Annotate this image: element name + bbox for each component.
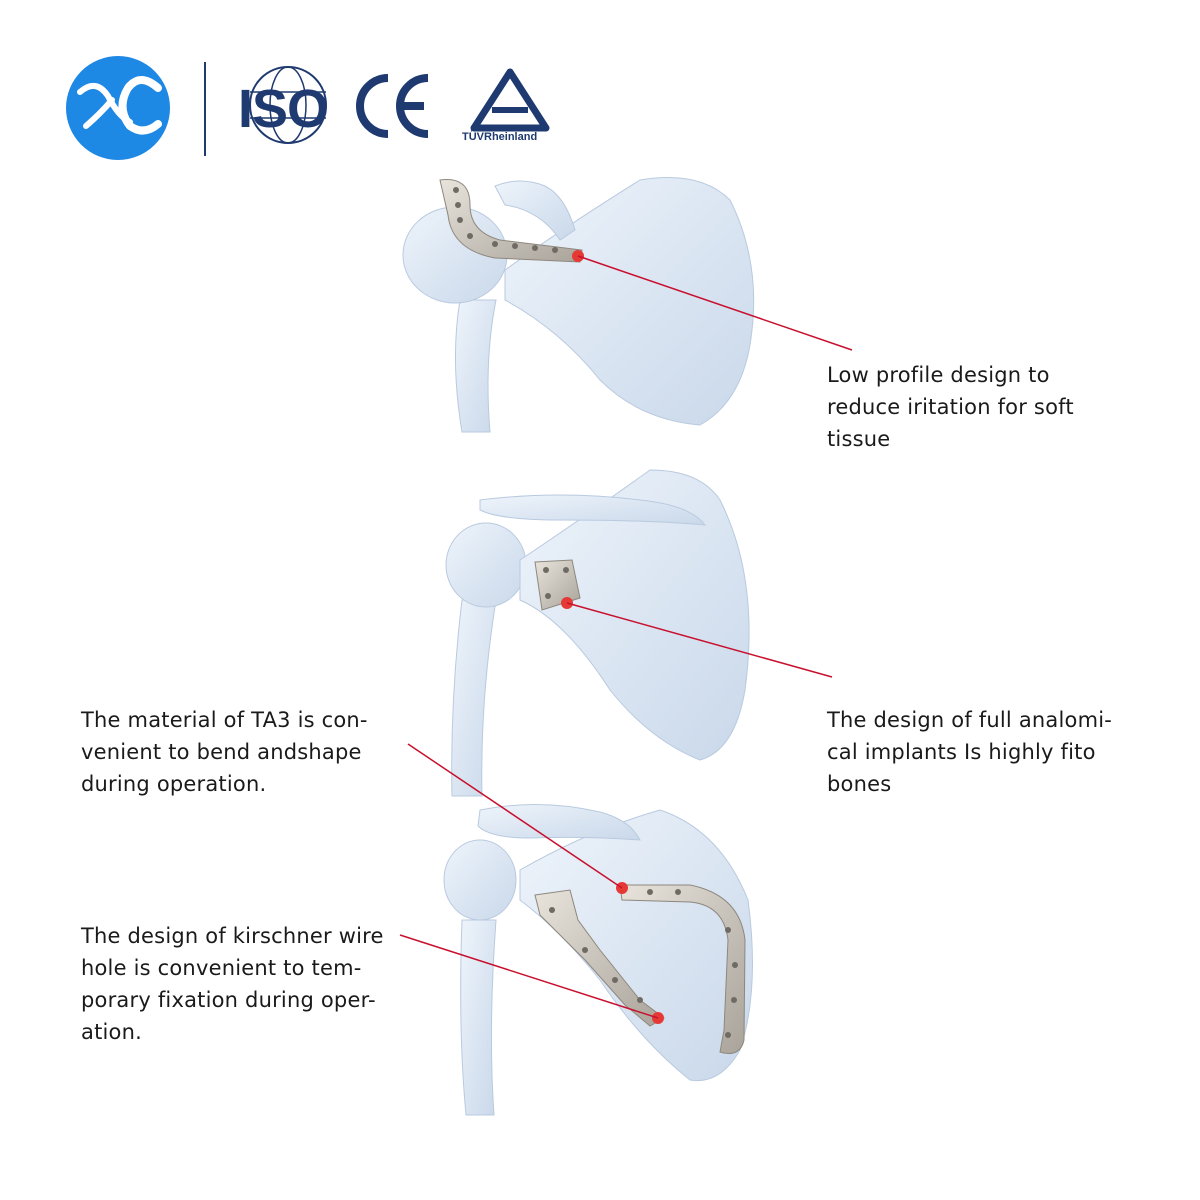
- callout-line: reduce iritation for soft: [827, 395, 1074, 419]
- pointer-line-3: [407, 743, 623, 889]
- callout-line: The material of TA3 is con-: [81, 708, 368, 732]
- pointer-line-1: [577, 255, 853, 351]
- lateral-border-plate-3: [534, 889, 665, 1027]
- tuv-reg-mark: ®: [540, 122, 546, 131]
- pointer-line-4: [399, 934, 659, 1019]
- scapula-view-1: [402, 177, 853, 433]
- tuv-triangle-icon: [470, 68, 550, 132]
- plate-holes-1: [453, 187, 558, 253]
- logo-bar: [66, 56, 550, 160]
- pointer-dot-2: [561, 597, 573, 609]
- callout-line: hole is convenient to tem-: [81, 956, 362, 980]
- scapula-body-1: [504, 177, 755, 426]
- callout-kirschner-wire: The design of kirschner wire hole is con…: [81, 920, 384, 1048]
- callout-anatomical-implants: The design of full analomi- cal implants…: [827, 704, 1112, 800]
- humerus-shaft-2: [451, 599, 497, 797]
- brand-c-mark: [118, 76, 162, 135]
- humeral-head-2: [445, 522, 527, 608]
- callout-ta3-material: The material of TA3 is con- venient to b…: [81, 704, 368, 800]
- glenoid-plate-2: [534, 559, 581, 611]
- callout-line: bones: [827, 772, 892, 796]
- clavicle-plate-1: [439, 179, 583, 263]
- scapula-view-3: [399, 743, 753, 1116]
- plate-holes-3: [549, 889, 738, 1038]
- callout-line: The design of full analomi-: [827, 708, 1113, 732]
- medial-border-plate-3: [619, 884, 746, 1054]
- coracoid-1: [494, 180, 576, 241]
- callout-line: ation.: [81, 1020, 142, 1044]
- pointer-dot-4: [652, 1012, 664, 1024]
- humerus-shaft-1: [454, 299, 497, 433]
- pointer-dot-3: [616, 882, 628, 894]
- header-logos: ISO CE TÜVRheinland ®: [0, 0, 600, 170]
- callout-line: porary fixation during oper-: [81, 988, 376, 1012]
- ce-c-icon: [356, 74, 389, 138]
- callout-line: Low profile design to: [827, 363, 1050, 387]
- tuv-label: TÜVRheinland: [462, 131, 538, 143]
- callout-line: tissue: [827, 427, 891, 451]
- humeral-head-3: [443, 839, 517, 921]
- pointer-dot-1: [572, 250, 584, 262]
- callout-low-profile: Low profile design to reduce iritation f…: [827, 359, 1074, 455]
- pointer-line-2: [566, 602, 833, 678]
- acromion-3: [477, 804, 641, 841]
- ce-e-icon: [396, 74, 429, 138]
- humerus-shaft-3: [460, 919, 497, 1116]
- acromion-2: [479, 494, 707, 526]
- scapula-body-3: [519, 809, 753, 1082]
- scapula-body-2: [519, 469, 750, 761]
- callout-line: venient to bend andshape: [81, 740, 362, 764]
- callout-line: The design of kirschner wire: [81, 924, 384, 948]
- humeral-head-1: [402, 206, 508, 304]
- scapula-view-2: [445, 469, 833, 797]
- callout-line: cal implants Is highly fito: [827, 740, 1096, 764]
- iso-label: ISO: [238, 79, 329, 139]
- callout-line: during operation.: [81, 772, 267, 796]
